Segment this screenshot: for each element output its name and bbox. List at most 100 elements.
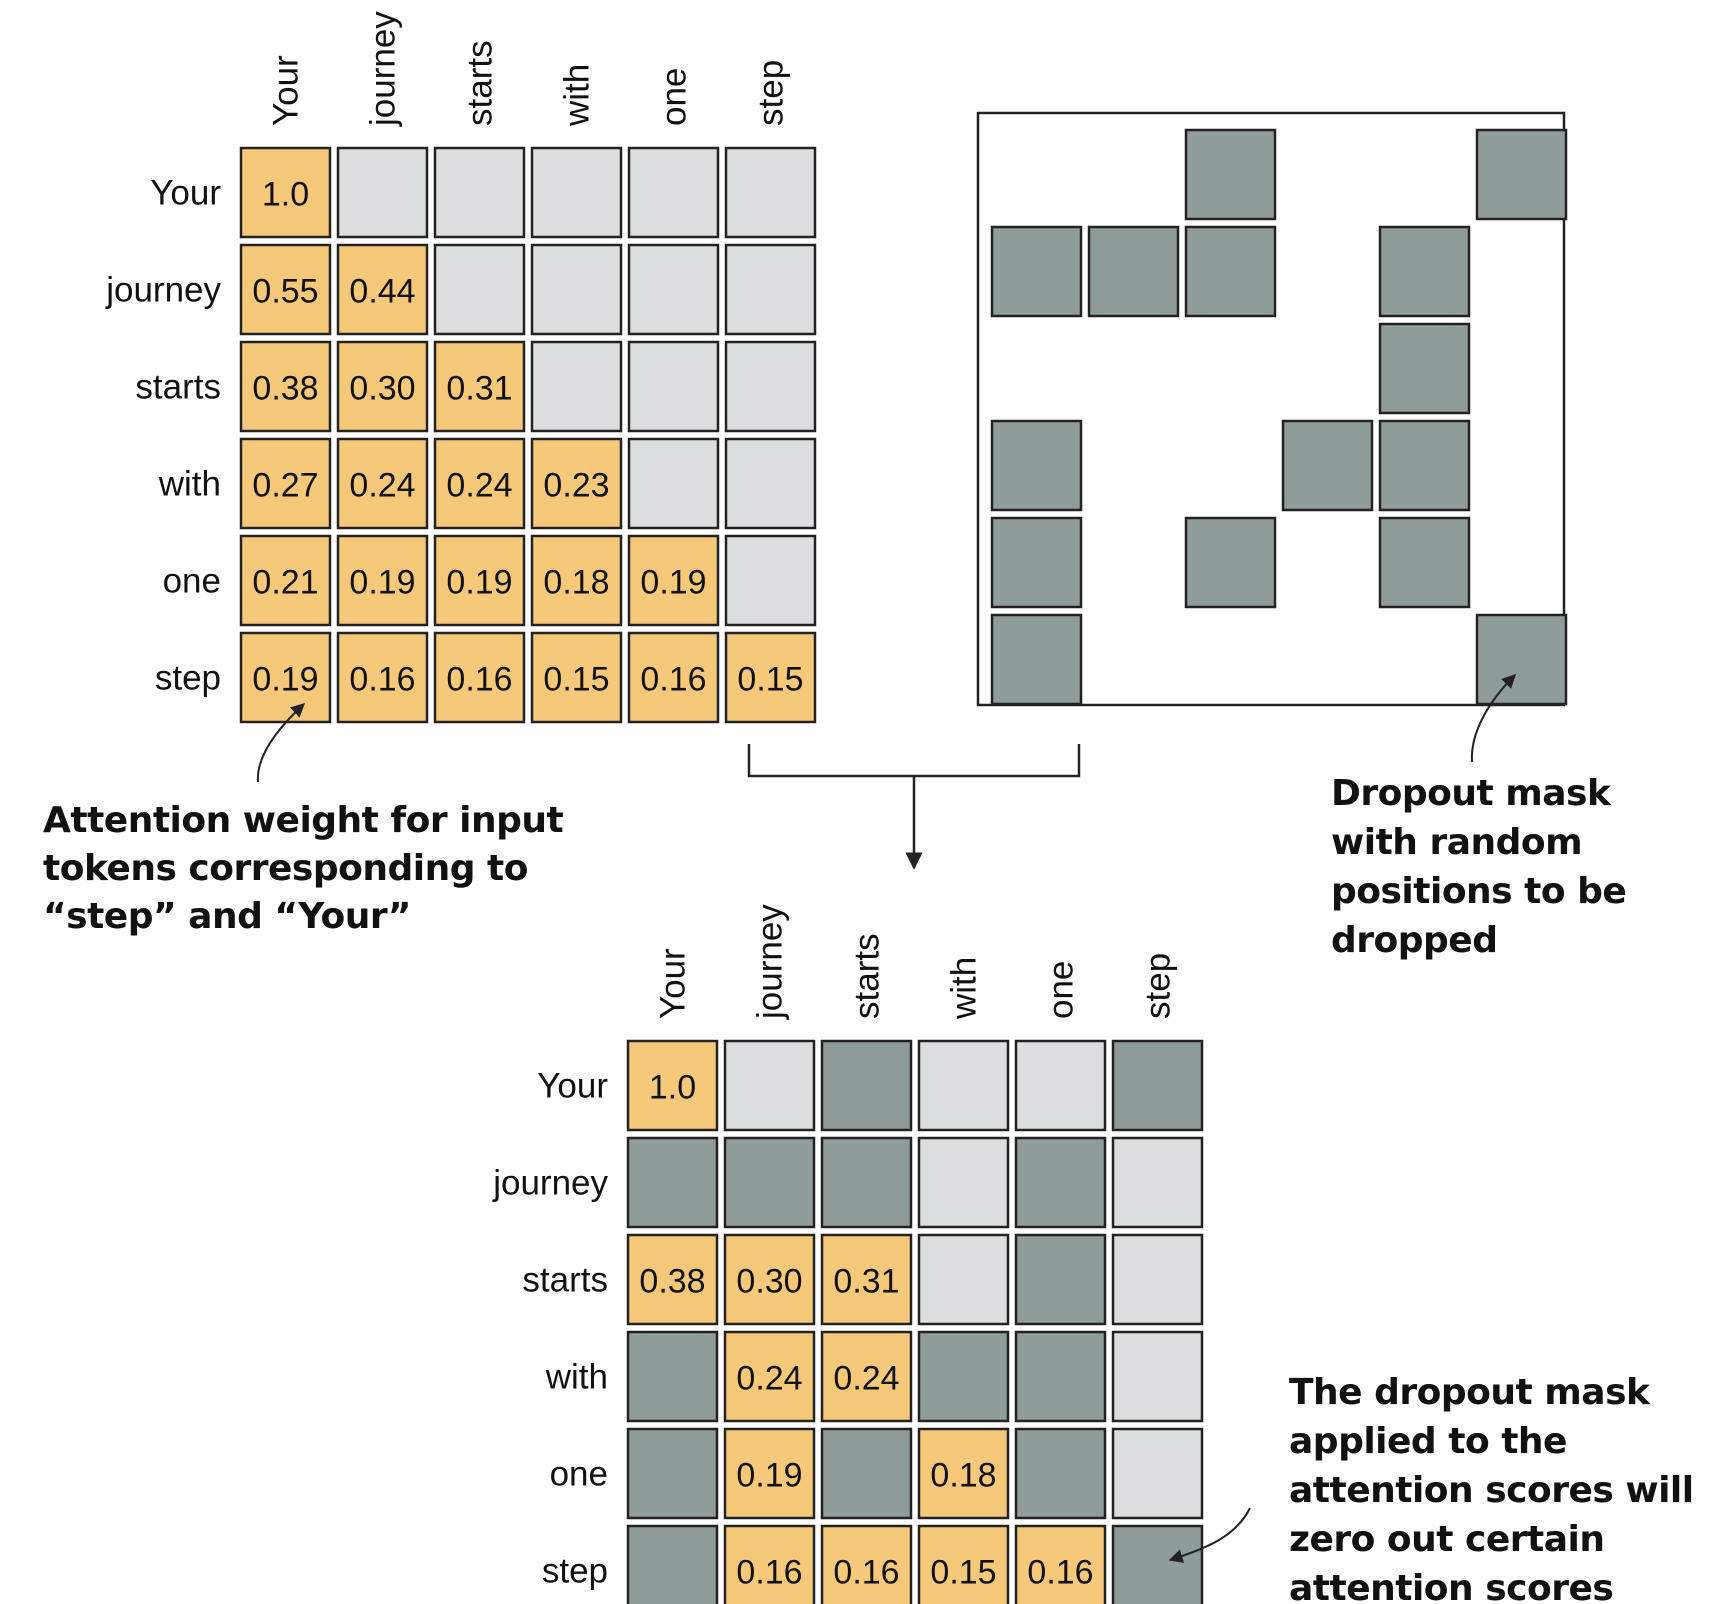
merge-bracket (747, 744, 1081, 778)
attention-col-label: Your (267, 55, 306, 126)
attention-weight-value: 0.38 (252, 370, 318, 408)
masked-future-cell (530, 243, 623, 336)
attention-col-label: step (752, 60, 791, 126)
merge-arrow (747, 744, 1081, 870)
dropout-mask-annotation: Dropout mask with random positions to be… (1331, 773, 1638, 961)
attention-weight-cell (917, 1427, 1010, 1520)
attention-weight-value: 0.15 (543, 661, 609, 699)
masked-future-cell (724, 534, 817, 627)
attention-weight-value: 0.19 (252, 661, 318, 699)
masked-future-cell (1111, 1136, 1204, 1229)
attention-weight-value: 0.18 (930, 1457, 996, 1495)
attention-weight-cell (336, 631, 429, 724)
attention-weight-cell (336, 534, 429, 627)
attention-weight-value: 0.16 (1027, 1554, 1093, 1592)
dropout-mask-annotation-line: dropped (1331, 920, 1497, 961)
attention-weight-value: 0.24 (736, 1360, 802, 1398)
attention-weight-value: 0.16 (640, 661, 706, 699)
masked-future-cell (433, 146, 526, 239)
dropped-cell (1111, 1524, 1204, 1604)
result-row-label: journey (492, 1164, 608, 1203)
attention-weight-cell (336, 340, 429, 433)
attention-weight-cell (239, 146, 332, 239)
attention-row-label: one (163, 562, 221, 601)
applied-mask-annotation-line: zero out certain (1289, 1519, 1604, 1560)
applied-mask-pointer-arrow (1168, 1507, 1251, 1563)
attention-weight-cell (530, 631, 623, 724)
attention-weight-cell (627, 631, 720, 724)
dropped-cell (820, 1427, 913, 1520)
attention-weight-value: 0.27 (252, 467, 318, 505)
dropout-mask-cell (1378, 516, 1471, 609)
attention-weight-pointer-arrow (256, 703, 306, 783)
attention-weight-value: 0.19 (446, 564, 512, 602)
masked-future-cell (1111, 1330, 1204, 1423)
attention-weight-value: 0.23 (543, 467, 609, 505)
masked-future-cell (627, 437, 720, 530)
attention-row-label: Your (150, 174, 221, 213)
attention-weight-cell (626, 1039, 719, 1132)
attention-weight-cell (723, 1330, 816, 1423)
attention-weight-cell (336, 437, 429, 530)
attention-col-label: one (655, 68, 694, 126)
dropout-mask-cell (990, 613, 1083, 706)
attention-weight-value: 0.16 (349, 661, 415, 699)
attention-weight-value: 0.16 (833, 1554, 899, 1592)
masked-future-cell (724, 340, 817, 433)
dropped-cell (626, 1330, 719, 1423)
masked-future-cell (724, 243, 817, 336)
attention-weight-value: 0.18 (543, 564, 609, 602)
attention-weight-value: 0.16 (736, 1554, 802, 1592)
attention-weight-cell (336, 243, 429, 336)
attention-weight-value: 0.31 (833, 1263, 899, 1301)
attention-weight-cell (433, 340, 526, 433)
masked-future-cell (1111, 1233, 1204, 1326)
dropped-cell (917, 1330, 1010, 1423)
dropped-cell (1111, 1039, 1204, 1132)
masked-future-cell (336, 146, 429, 239)
dropout-mask-cell (1378, 322, 1471, 415)
attention-row-label: journey (105, 271, 221, 310)
dropout-mask-cell (1087, 225, 1180, 318)
attention-weight-cell (723, 1427, 816, 1520)
masked-future-cell (627, 146, 720, 239)
attention-weight-cell (239, 534, 332, 627)
dropout-mask-cell (1475, 128, 1568, 221)
attention-weight-cell (1014, 1524, 1107, 1604)
dropped-cell (723, 1136, 816, 1229)
attention-weight-cell (820, 1524, 913, 1604)
attention-weight-value: 0.30 (349, 370, 415, 408)
applied-mask-annotation: The dropout mask applied to the attentio… (1289, 1372, 1706, 1604)
dropped-cell (820, 1039, 913, 1132)
dropped-cell (626, 1427, 719, 1520)
masked-future-cell (1111, 1427, 1204, 1520)
attention-weight-value: 1.0 (262, 176, 309, 214)
result-col-label: with (945, 957, 984, 1020)
dropout-mask-cell (1378, 419, 1471, 512)
attention-weight-value: 0.21 (252, 564, 318, 602)
attention-weight-cell (820, 1330, 913, 1423)
attention-weight-value: 0.38 (639, 1263, 705, 1301)
applied-mask-annotation-line: The dropout mask (1289, 1372, 1651, 1413)
masked-future-cell (530, 340, 623, 433)
dropped-cell (1014, 1427, 1107, 1520)
result-row-label: starts (522, 1261, 608, 1300)
dropped-cell (1014, 1136, 1107, 1229)
attention-weight-value: 0.24 (833, 1360, 899, 1398)
attention-weight-annotation: Attention weight for input tokens corres… (43, 800, 575, 937)
attention-weight-value: 0.30 (736, 1263, 802, 1301)
attention-weight-cell (530, 437, 623, 530)
attention-col-label: with (558, 64, 597, 127)
attention-row-label: step (155, 659, 221, 698)
attention-weight-cell (917, 1524, 1010, 1604)
attention-weight-value: 0.19 (349, 564, 415, 602)
attention-weight-value: 0.15 (737, 661, 803, 699)
result-row-label: with (545, 1358, 608, 1397)
attention-weight-value: 0.16 (446, 661, 512, 699)
dropped-cell (1014, 1330, 1107, 1423)
applied-mask-annotation-line: applied to the (1289, 1421, 1567, 1462)
masked-attention-matrix: YourYourjourneyjourneystartsstartswithwi… (492, 904, 1204, 1604)
masked-future-cell (724, 437, 817, 530)
attention-weight-value: 0.19 (640, 564, 706, 602)
